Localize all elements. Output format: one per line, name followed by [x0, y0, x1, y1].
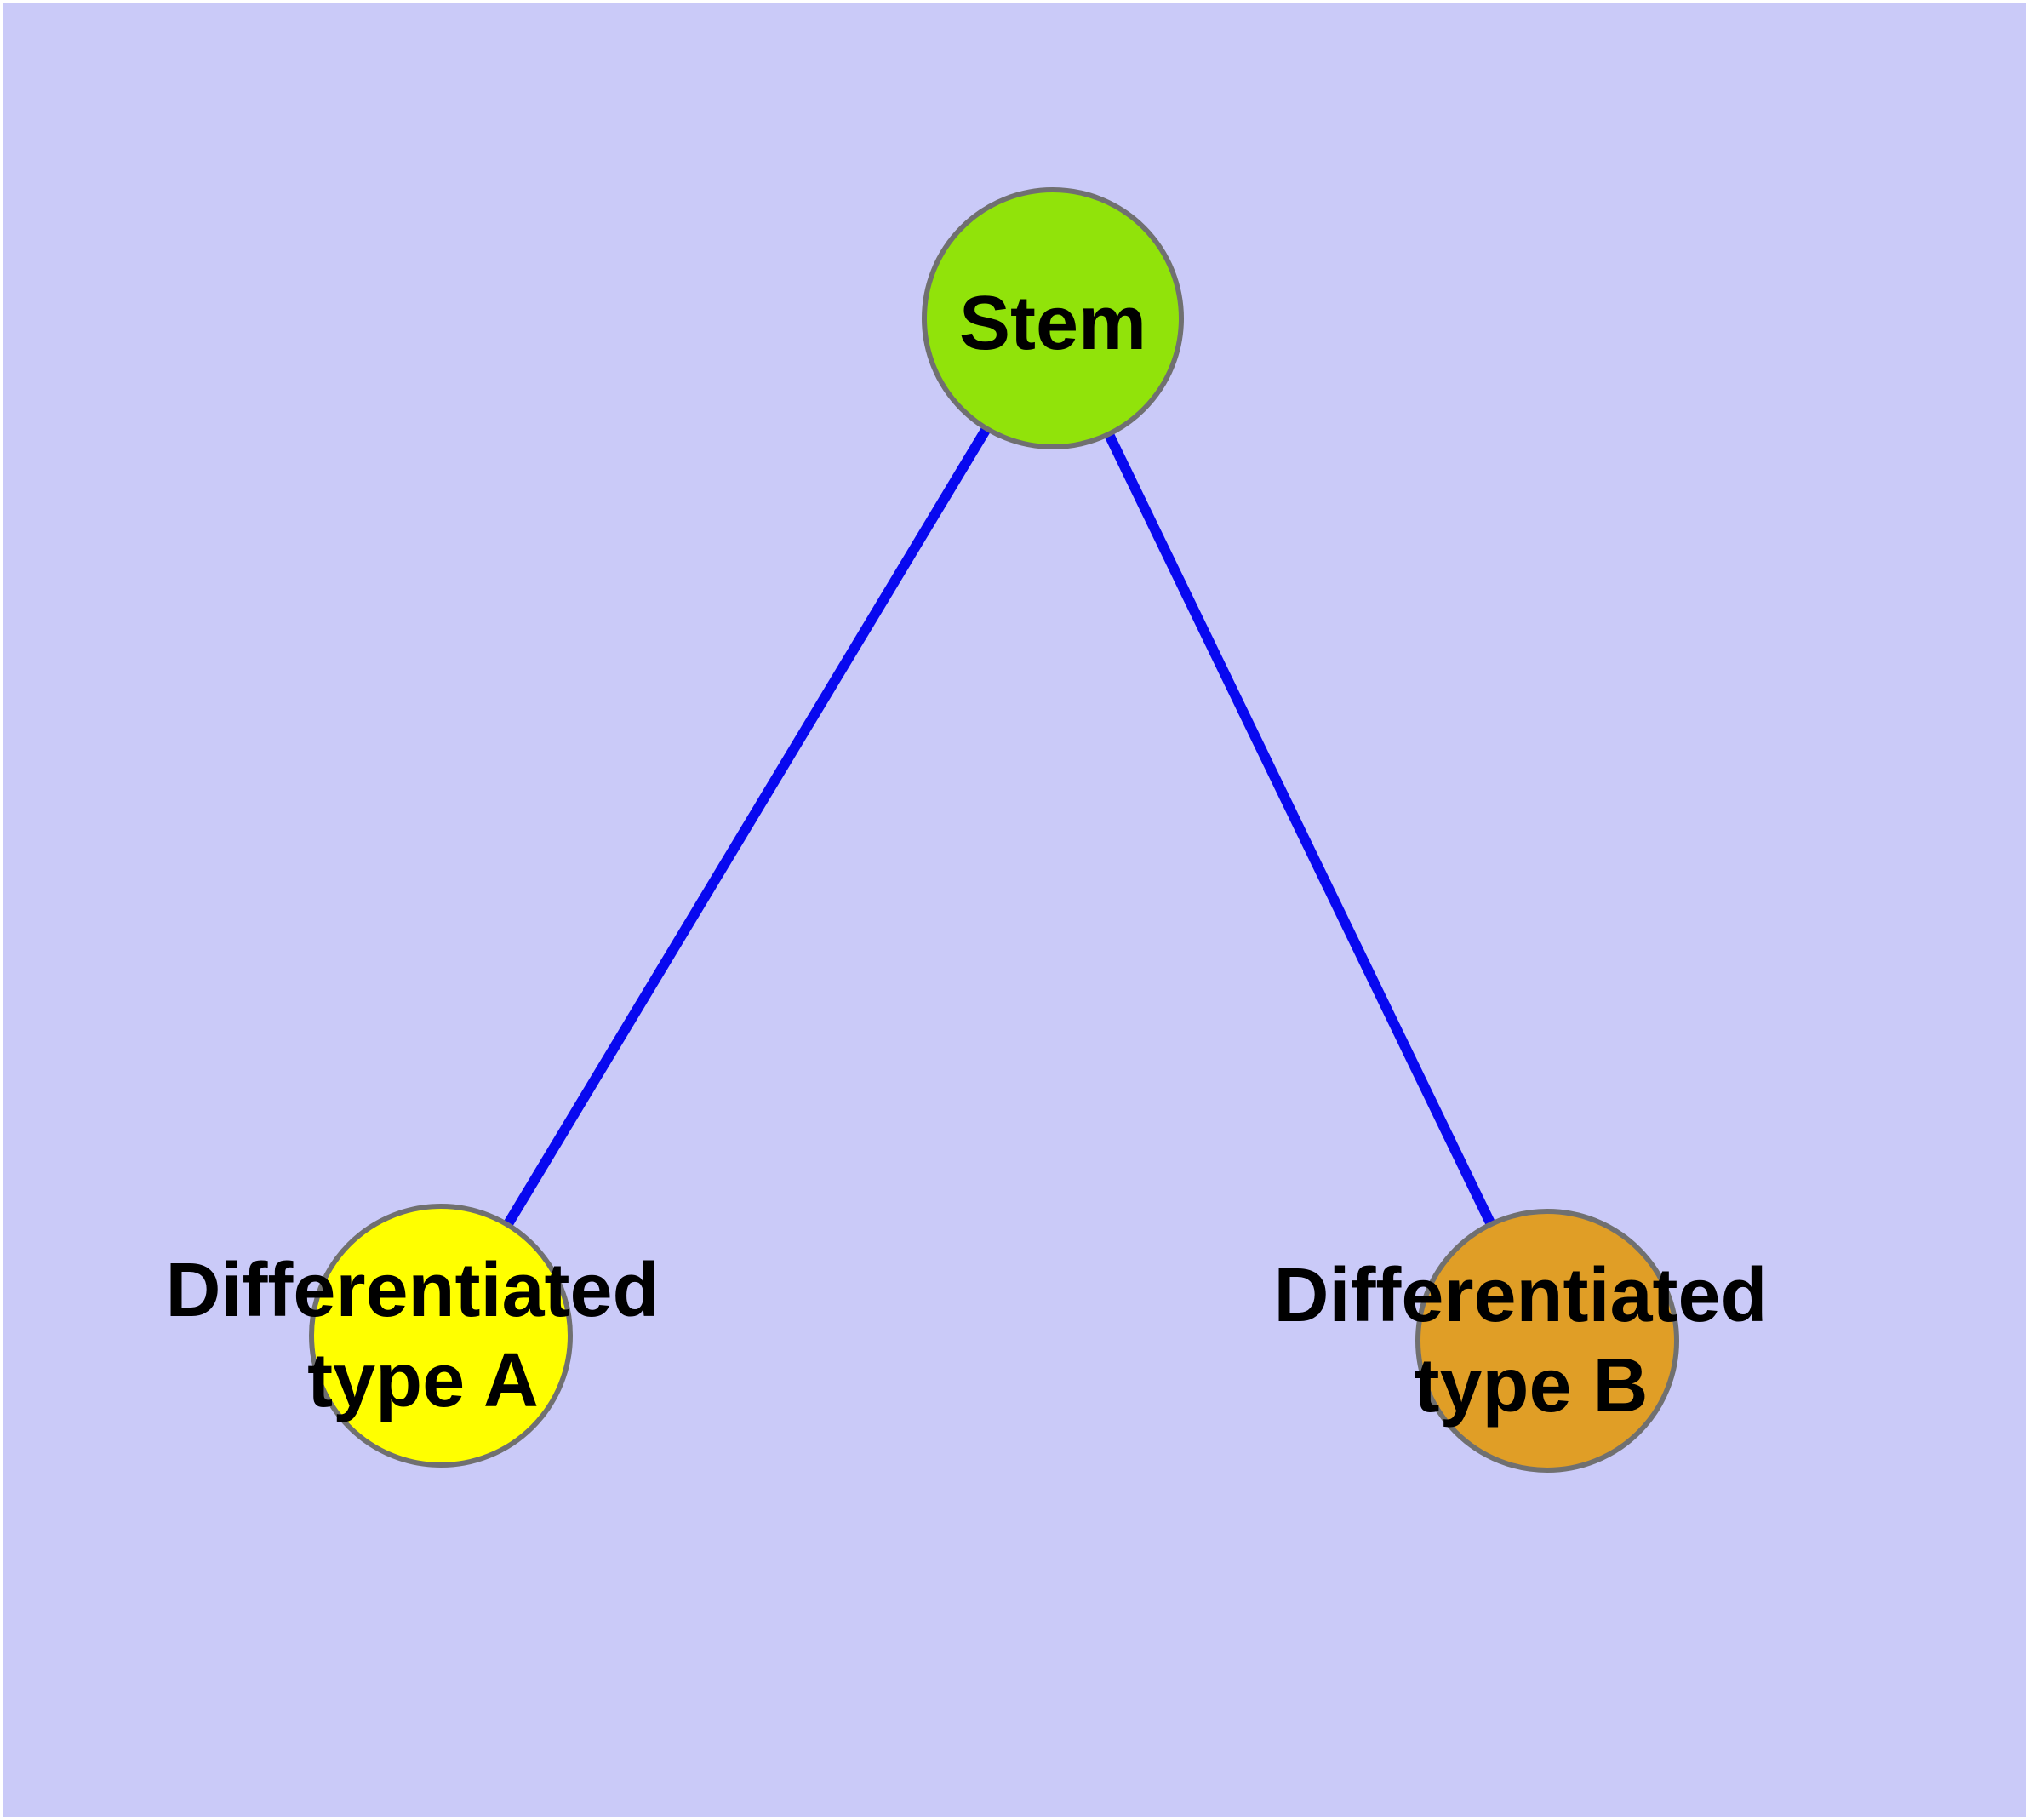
node-stem-circle [922, 187, 1184, 449]
edge-stem-to-type-a [436, 315, 1058, 1339]
node-type-b-label-line-1: Differentiated [1273, 1253, 1767, 1338]
node-type-a-label-line-2: type A [307, 1338, 539, 1423]
node-type-a-label-line-1: Differentiated [165, 1248, 659, 1333]
node-type-a-circle [309, 1204, 573, 1468]
node-type-b-label: Differentiated type B [1273, 1253, 1788, 1428]
node-type-a-label: Differentiated type A [165, 1248, 680, 1423]
node-type-b-circle [1415, 1209, 1679, 1473]
node-stem-label: Stem [959, 281, 1146, 366]
node-type-b-label-line-2: type B [1414, 1343, 1648, 1428]
edge-stem-to-type-b [1048, 316, 1552, 1343]
